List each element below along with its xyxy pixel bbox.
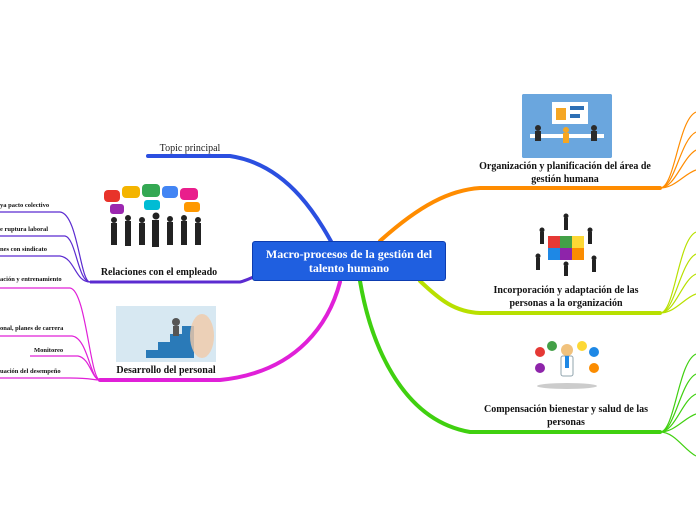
desarrollo-subitem[interactable]: ación y entrenamiento (0, 276, 62, 283)
organizacion-label[interactable]: Organización y planificación del área de… (479, 161, 651, 185)
relaciones-subitem[interactable]: e ruptura laboral (0, 226, 49, 233)
puzzle-people-image (530, 210, 602, 276)
relaciones-label[interactable]: Relaciones con el empleado (100, 267, 218, 278)
desarrollo-label[interactable]: Desarrollo del personal (116, 365, 216, 376)
growth-steps-image (116, 306, 216, 362)
desarrollo-subitem[interactable]: uación del desempeño (0, 368, 61, 375)
compensacion-label[interactable]: Compensación bienestar y salud de las pe… (483, 404, 648, 428)
incorporacion-label[interactable]: Incorporación y adaptación de las person… (493, 285, 639, 309)
desarrollo-subitem[interactable]: Monitoreo (34, 347, 64, 354)
relaciones-subitem[interactable]: ya pacto colectivo (0, 202, 50, 209)
office-team-image (522, 94, 612, 158)
topic-principal-label[interactable]: Topic principal (159, 143, 221, 154)
central-topic[interactable]: Macro-procesos de la gestión del talento… (252, 241, 446, 281)
desarrollo-subitem[interactable]: onal, planes de carrera (0, 325, 64, 332)
speech-bubbles-crowd-image (100, 184, 212, 256)
health-wellbeing-image (530, 340, 604, 390)
relaciones-subitem[interactable]: nes con sindicato (0, 246, 47, 253)
